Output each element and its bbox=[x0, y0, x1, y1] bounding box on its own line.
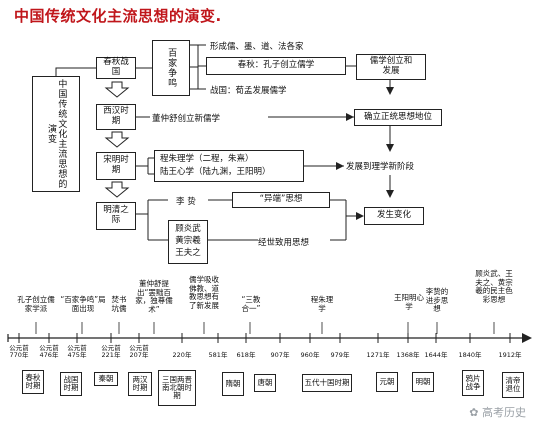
date-770bc: 公元前770年 bbox=[9, 344, 29, 360]
event-baijia: “百家争鸣”局面出现 bbox=[60, 295, 106, 313]
period-label: 春秋战国 bbox=[103, 57, 129, 77]
baijia-box: 百家争鸣 bbox=[152, 40, 190, 96]
date-1840: 1840年 bbox=[458, 351, 482, 359]
date-907: 907年 bbox=[270, 351, 290, 359]
han-item: 董仲舒创立新儒学 bbox=[152, 114, 221, 124]
event-gu-wang-huang: 顾炎武、王夫之、黄宗羲的民主色彩思想 bbox=[475, 269, 513, 304]
tag-warring: 战国时期 bbox=[60, 372, 82, 396]
tag-yuan: 元朝 bbox=[376, 372, 398, 392]
event-dong-zhongshu: 董仲舒提出“罢黜百家，独尊儒术” bbox=[135, 279, 173, 314]
qing-name-2: 黄宗羲 bbox=[175, 236, 201, 247]
date-221bc: 公元前221年 bbox=[101, 344, 121, 360]
period-song-ming: 宋明时期 bbox=[96, 152, 136, 180]
date-979: 979年 bbox=[330, 351, 350, 359]
date-1644: 1644年 bbox=[424, 351, 448, 359]
songming-item-2: 陆王心学（陆九渊，王阳明） bbox=[160, 166, 271, 177]
tag-opium-war: 鸦片战争 bbox=[462, 370, 484, 396]
han-result: 确立正统思想地位 bbox=[354, 109, 442, 126]
period-label: 明清之际 bbox=[103, 205, 129, 225]
date-475bc: 公元前475年 bbox=[67, 344, 87, 360]
spring-item-2: 春秋：孔子创立儒学 bbox=[206, 57, 346, 75]
date-618: 618年 bbox=[236, 351, 256, 359]
qing-names-box: 顾炎武 黄宗羲 王夫之 bbox=[168, 220, 208, 264]
root-box: 中国传统文化主流思想的演变 bbox=[32, 76, 80, 192]
period-spring-autumn: 春秋战国 bbox=[96, 57, 136, 79]
date-1271: 1271年 bbox=[366, 351, 390, 359]
spring-item-3: 战国：荀孟发展儒学 bbox=[210, 86, 287, 96]
event-cheng-zhu: 程朱理学 bbox=[310, 295, 334, 313]
songming-item-1: 程朱理学（二程，朱熹） bbox=[160, 153, 254, 164]
songming-result: 发展到理学新阶段 bbox=[346, 162, 415, 172]
date-220: 220年 bbox=[172, 351, 192, 359]
watermark-icon: ✿ bbox=[469, 406, 482, 419]
yiduan-box: “异端”思想 bbox=[232, 192, 330, 208]
watermark: ✿ 高考历史 bbox=[469, 404, 526, 420]
date-1912: 1912年 bbox=[498, 351, 522, 359]
event-wang-yangming: 王阳明心学 bbox=[394, 293, 424, 311]
mingqing-result: 发生变化 bbox=[364, 207, 424, 225]
jingshi: 经世致用思想 bbox=[258, 238, 310, 248]
watermark-text: 高考历史 bbox=[482, 406, 526, 419]
tag-ming: 明朝 bbox=[412, 372, 434, 392]
event-li-zhi: 李贽的进步思想 bbox=[425, 287, 449, 314]
tag-qin: 秦朝 bbox=[94, 372, 118, 386]
tag-spring: 春秋时期 bbox=[22, 370, 44, 394]
date-960: 960年 bbox=[300, 351, 320, 359]
event-buddhism: 儒学吸收佛教、道教思想有了新发展 bbox=[189, 275, 219, 310]
date-1368: 1368年 bbox=[396, 351, 420, 359]
period-ming-qing: 明清之际 bbox=[96, 202, 136, 230]
tag-three-kingdoms: 三国两晋南北朝时期 bbox=[158, 370, 196, 406]
tag-tang: 唐朝 bbox=[254, 374, 276, 392]
event-burning-books: 焚书坑儒 bbox=[111, 295, 127, 313]
period-label: 西汉时期 bbox=[103, 106, 129, 126]
tag-han: 两汉时期 bbox=[128, 372, 152, 396]
event-confucius: 孔子创立儒家学派 bbox=[17, 295, 55, 313]
qing-name-1: 顾炎武 bbox=[175, 224, 201, 235]
date-581: 581年 bbox=[208, 351, 228, 359]
spring-result: 儒学创立和发展 bbox=[356, 54, 426, 80]
spring-item-1: 形成儒、墨、道、法各家 bbox=[210, 42, 304, 52]
tag-qing-abdication: 清帝退位 bbox=[502, 372, 524, 398]
tag-sui: 隋朝 bbox=[222, 372, 244, 396]
date-207bc: 公元前207年 bbox=[129, 344, 149, 360]
period-label: 宋明时期 bbox=[103, 155, 129, 175]
li-zhi: 李 贽 bbox=[176, 197, 196, 207]
songming-items: 程朱理学（二程，朱熹） 陆王心学（陆九渊，王阳明） bbox=[154, 150, 304, 182]
period-western-han: 西汉时期 bbox=[96, 104, 136, 130]
date-476bc: 公元前476年 bbox=[39, 344, 59, 360]
qing-name-3: 王夫之 bbox=[175, 247, 201, 258]
tag-five-dynasties: 五代十国时期 bbox=[302, 374, 352, 392]
result-label: 儒学创立和发展 bbox=[369, 56, 413, 76]
event-three-teachings: “三教合一” bbox=[241, 295, 261, 313]
page-title: 中国传统文化主流思想的演变. bbox=[14, 7, 222, 25]
